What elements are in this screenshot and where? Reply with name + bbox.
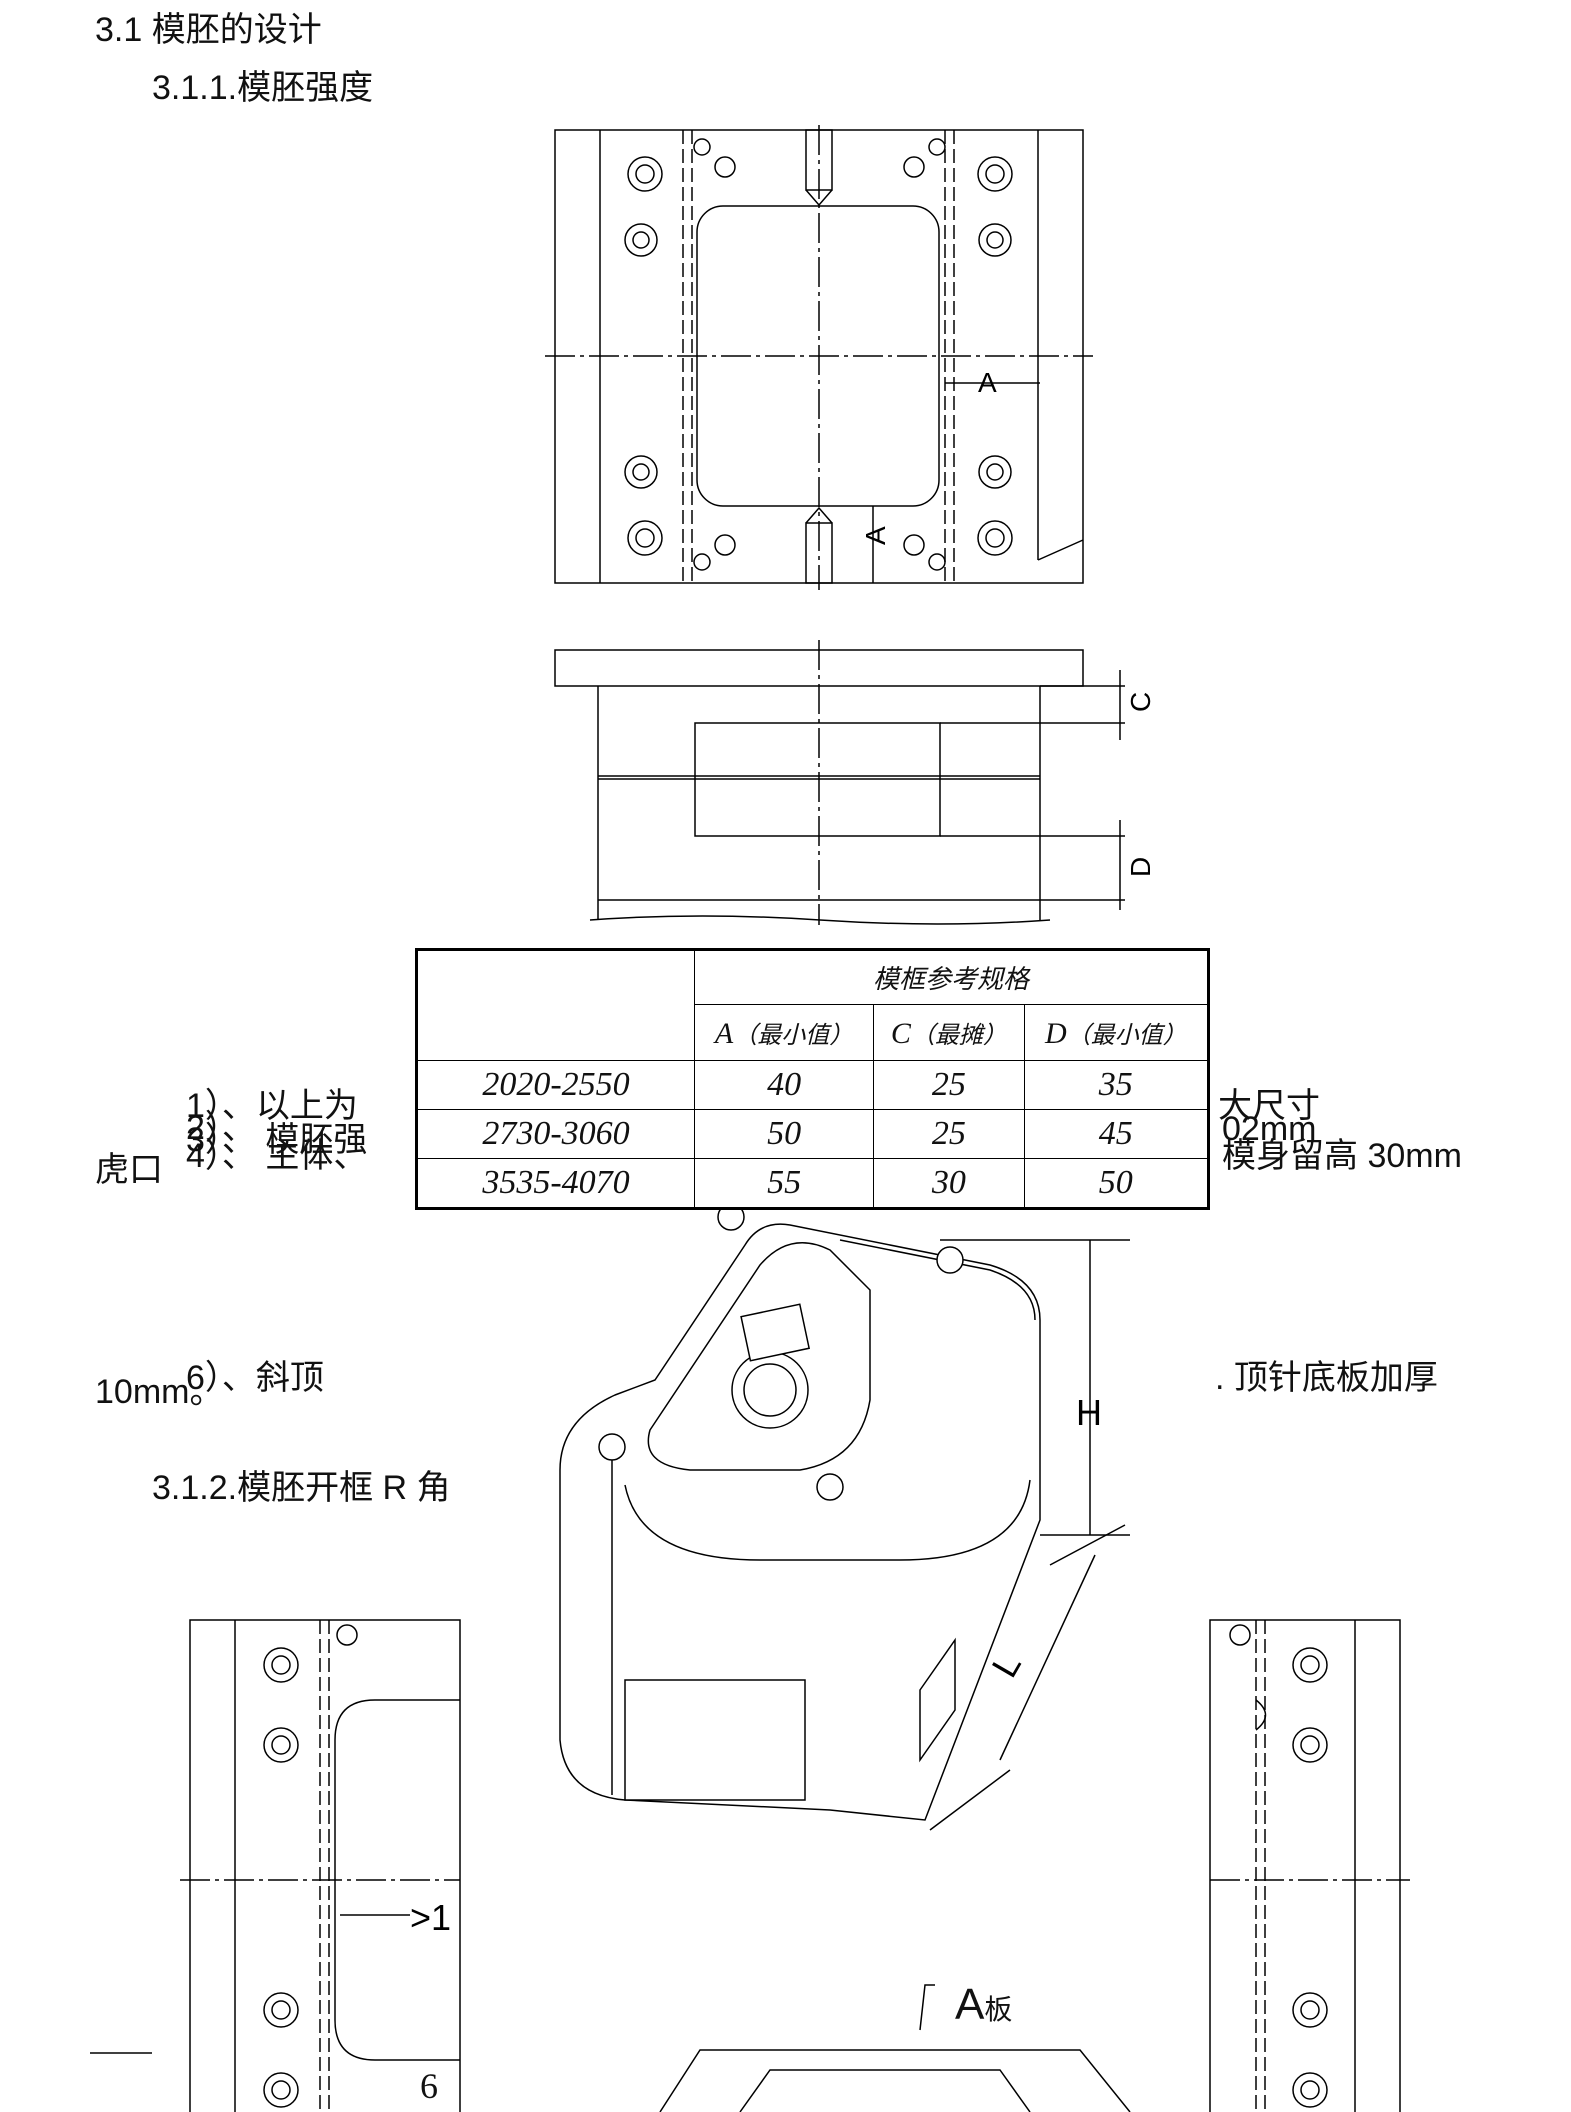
cell-a: 50 [693, 1109, 875, 1159]
a-plate-label: A板 [955, 1980, 1013, 2029]
mold-base-right-view [1209, 1619, 1410, 2112]
cell-size: 2020-2550 [417, 1060, 695, 1110]
note-1-tail: 大尺寸 [1218, 1087, 1320, 1125]
mold-base-rcorner-view [90, 1619, 461, 2112]
table-row: 2730-3060 50 25 45 [417, 1109, 1209, 1159]
page-number: 6 [420, 2066, 438, 2106]
table-row: 3535-4070 55 30 50 [417, 1158, 1209, 1208]
note-3-fragment: 3）、 模胚强 [186, 1121, 368, 1159]
cell-d: 35 [1023, 1060, 1209, 1110]
dim-label-h: H [1076, 1392, 1102, 1433]
cell-size: 3535-4070 [417, 1158, 695, 1208]
dim-label-d: D [1125, 857, 1156, 877]
note-3-tail: 02mm [1222, 1110, 1317, 1148]
cell-c: 25 [873, 1060, 1025, 1110]
cell-size: 2730-3060 [417, 1109, 695, 1159]
dim-label-a-vertical: A [860, 526, 891, 545]
subsection-heading-strength: 3.1.1.模胚强度 [152, 69, 374, 107]
subsection-heading-r-corner: 3.1.2.模胚开框 R 角 [152, 1469, 451, 1507]
note-4-tail: 模身留高 30mm [1222, 1137, 1462, 1175]
dim-label-gt: >1 [410, 1897, 451, 1938]
table-row: 2020-2550 40 25 35 [417, 1060, 1209, 1110]
dim-label-a-horizontal: A [978, 367, 997, 398]
note-1: 1）、以上为 [186, 1087, 358, 1125]
dim-label-l: L [983, 1646, 1029, 1684]
table-header: 模框参考规格 [694, 950, 1208, 1005]
product-isometric-view [559, 1203, 1130, 1831]
cell-c: 30 [873, 1158, 1025, 1208]
col-header-d: D（最小值） [1023, 1004, 1209, 1061]
mold-frame-spec-table: 模框参考规格 A（最小值） C（最摊） D（最小值） 2020-2550 40 … [415, 948, 1210, 1210]
note-4-prefix: 虎口 [95, 1151, 163, 1189]
note-4: 4）、 主体、 [186, 1137, 368, 1175]
cell-c: 25 [873, 1109, 1025, 1159]
note-6: 6）、斜顶 [186, 1359, 324, 1397]
mold-base-plan-view [545, 125, 1093, 590]
bolt-hole-icon [624, 138, 1013, 571]
dim-label-c: C [1125, 692, 1156, 712]
cell-a: 55 [693, 1158, 875, 1208]
col-header-c: C（最摊） [873, 1004, 1025, 1061]
note-6-tail: . 顶针底板加厚 [1215, 1359, 1438, 1397]
col-header-a: A（最小值） [693, 1004, 875, 1061]
mold-base-side-view [554, 640, 1125, 925]
cell-a: 40 [693, 1060, 875, 1110]
a-plate-drawing [659, 1984, 1131, 2112]
table-corner-cell [417, 950, 695, 1061]
note-2-fragment: 2）、 [186, 1109, 256, 1147]
cell-d: 45 [1023, 1109, 1209, 1159]
section-heading: 3.1 模胚的设计 [95, 11, 322, 49]
note-6-continued: 10mm。 [95, 1373, 224, 1411]
cell-d: 50 [1023, 1158, 1209, 1208]
